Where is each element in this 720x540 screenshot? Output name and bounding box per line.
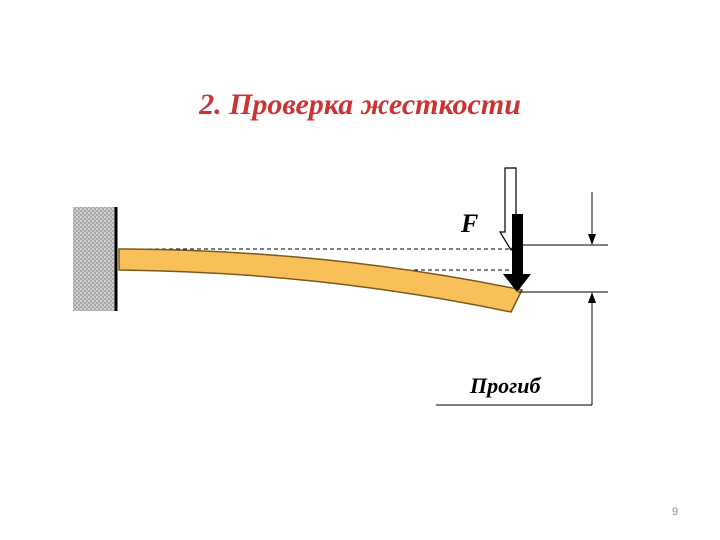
force-label: F (460, 209, 478, 238)
slide-title: 2. Проверка жесткости (199, 88, 521, 121)
dimension-arrow-top-head (588, 234, 596, 245)
fixed-support-wall (73, 207, 115, 311)
deflected-beam (118, 248, 524, 313)
dimension-arrow-bottom-head (588, 292, 596, 303)
deflection-label: Прогиб (469, 373, 541, 398)
force-arrow (503, 214, 531, 292)
page-number: 9 (671, 506, 679, 518)
